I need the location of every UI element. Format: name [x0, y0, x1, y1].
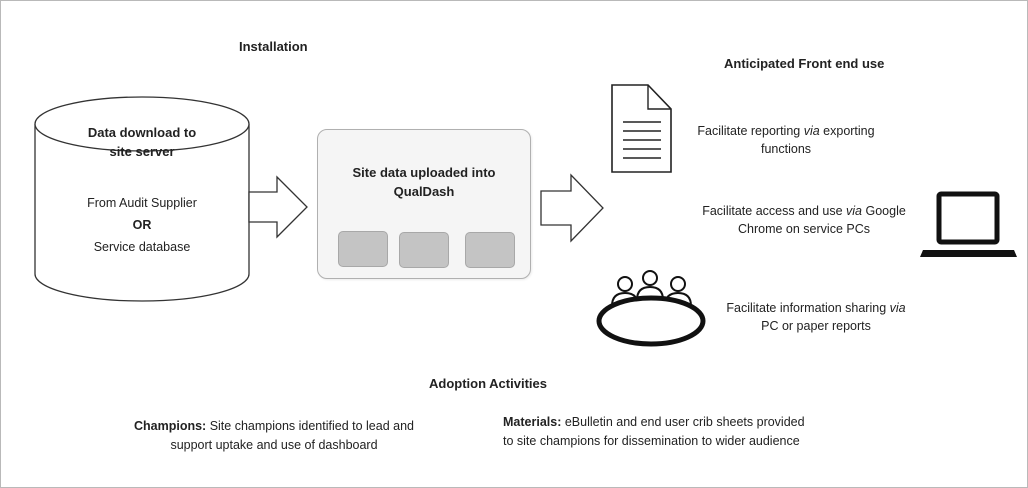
upload-box: Site data uploaded into QualDash: [317, 129, 531, 279]
champions-line1: Champions: Site champions identified to …: [133, 419, 414, 433]
cylinder-line2: OR: [132, 218, 152, 232]
front-end-heading: Anticipated Front end use: [724, 56, 885, 71]
materials-block: Materials: eBulletin and end user crib s…: [503, 413, 883, 451]
upload-title: Site data uploaded into QualDash: [318, 163, 530, 201]
cylinder-title: Data download to site server: [45, 123, 239, 161]
front-end-item-reporting: Facilitate reporting via exporting funct…: [671, 122, 901, 158]
materials-line2: to site champions for dissemination to w…: [503, 434, 800, 448]
upload-title-line1: Site data uploaded into: [352, 165, 496, 180]
champions-line2: support uptake and use of dashboard: [170, 438, 378, 452]
cylinder-line3: Service database: [93, 240, 191, 254]
database-cylinder: [34, 96, 250, 302]
upload-title-line2: QualDash: [393, 184, 455, 199]
data-tile: [399, 232, 449, 268]
materials-line1: Materials: eBulletin and end user crib s…: [503, 415, 805, 429]
flow-arrow-2: [540, 173, 604, 243]
reporting-line1: Facilitate reporting via exporting: [697, 124, 875, 138]
cylinder-line1: From Audit Supplier: [87, 196, 197, 210]
front-end-item-access: Facilitate access and use via Google Chr…: [685, 202, 923, 238]
cylinder-title-line2: site server: [109, 144, 175, 159]
flow-arrow-1: [248, 175, 308, 239]
sharing-line1: Facilitate information sharing via: [726, 301, 906, 315]
reporting-line2: functions: [760, 142, 812, 156]
cylinder-title-line1: Data download to: [87, 125, 197, 140]
data-tile: [338, 231, 388, 267]
data-tile: [465, 232, 515, 268]
laptop-icon: [920, 191, 1017, 257]
installation-heading: Installation: [239, 39, 308, 54]
cylinder-body: From Audit Supplier OR Service database: [45, 192, 239, 258]
front-end-item-sharing: Facilitate information sharing via PC or…: [703, 299, 929, 335]
access-line1: Facilitate access and use via Google: [702, 204, 906, 218]
document-icon: [611, 84, 672, 173]
meeting-icon: [596, 270, 706, 347]
adoption-heading: Adoption Activities: [429, 376, 547, 391]
champions-block: Champions: Site champions identified to …: [99, 417, 449, 455]
access-line2: Chrome on service PCs: [738, 222, 870, 236]
sharing-line2: PC or paper reports: [761, 319, 871, 333]
